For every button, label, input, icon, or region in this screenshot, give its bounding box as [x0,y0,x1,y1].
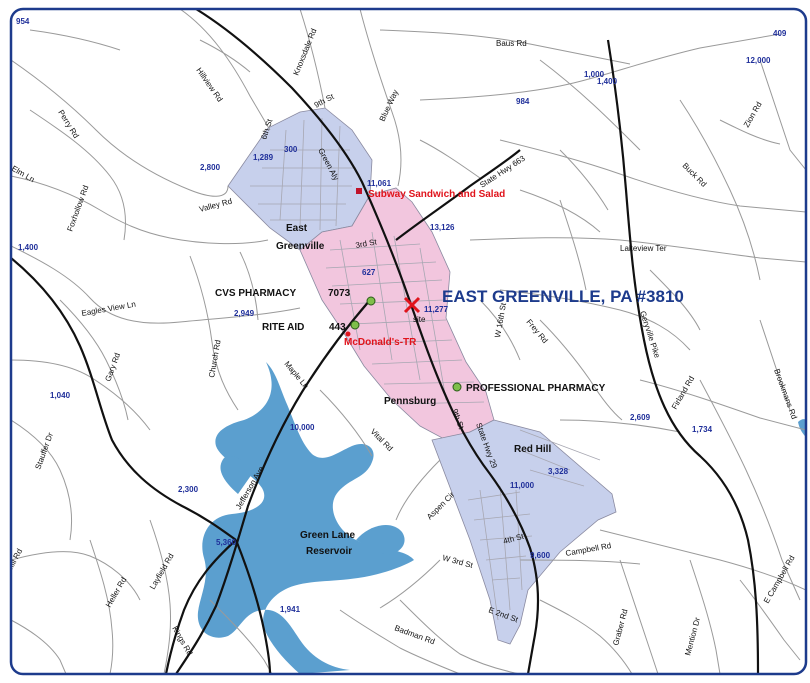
traffic-count: 1,040 [50,391,71,400]
traffic-count: 3,328 [548,467,569,476]
primary-trade-area [299,187,495,441]
place-label-reservoir-1: Green Lane [300,530,355,541]
riteaid-store-number: 443 [329,322,346,333]
place-label-greenville: Greenville [276,241,325,252]
professional-pharmacy-label: PROFESSIONAL PHARMACY [466,383,606,394]
traffic-count: 1,289 [253,153,274,162]
traffic-count: 2,800 [200,163,221,172]
green-lane-reservoir [197,362,414,674]
traffic-count: 1,000 [584,70,605,79]
subway-label: Subway Sandwich and Salad [368,189,505,200]
traffic-count: 1,734 [692,425,713,434]
traffic-count: 2,300 [178,485,199,494]
road-label-3rd-st: 3rd St [355,237,378,250]
place-label-red-hill: Red Hill [514,444,551,455]
map-border [9,7,808,676]
traffic-count: 2,949 [234,309,255,318]
traffic-count: 1,400 [18,243,39,252]
reservoir-arm-east [356,525,405,555]
mcdonalds-label: McDonald's-TR [344,337,417,348]
traffic-count: 11,000 [510,481,535,490]
site-label: site [413,315,426,324]
traffic-count: 1,941 [280,605,301,614]
place-label-reservoir-2: Reservoir [306,546,352,557]
traffic-count: 954 [16,17,30,26]
traffic-counts: 954 409 12,000 1,000 1,400 984 1,289 300… [16,17,787,614]
subway-marker [356,188,362,194]
professional-marker [452,382,462,392]
traffic-count: 13,126 [430,223,455,232]
road-label-lakeview: Lakeview Ter [620,244,667,253]
place-label-east: East [286,223,308,234]
traffic-count: 11,277 [424,305,449,314]
riteaid-marker [350,320,360,330]
traffic-count: 9,600 [530,551,551,560]
road-label-baus: Baus Rd [496,39,527,48]
competitor-markers [345,188,462,392]
place-label-pennsburg: Pennsburg [384,396,436,407]
reservoir-arm-west [220,455,252,494]
traffic-count: 5,360 [216,538,237,547]
local-roads [11,9,806,674]
place-labels: East Greenville Pennsburg Red Hill Green… [276,223,551,557]
site-marker[interactable] [403,296,421,314]
traffic-count: 11,061 [367,179,392,188]
map-title: EAST GREENVILLE, PA #3810 [442,287,684,306]
traffic-count: 1,400 [597,77,618,86]
cvs-store-number: 7073 [328,288,351,299]
traffic-count: 627 [362,268,376,277]
traffic-count: 10,000 [290,423,315,432]
traffic-count: 2,609 [630,413,651,422]
traffic-count: 12,000 [746,56,771,65]
cvs-marker [366,296,376,306]
highways [11,9,760,674]
traffic-count: 409 [773,29,787,38]
traffic-count: 300 [284,145,298,154]
riteaid-label: RITE AID [262,322,304,333]
mcdonalds-marker [345,331,351,337]
town-street-grid [250,117,601,621]
site-x-icon [403,296,421,314]
traffic-count: 984 [516,97,530,106]
business-labels: Subway Sandwich and Salad CVS PHARMACY 7… [215,189,606,394]
secondary-trade-area-north [227,107,373,251]
cvs-label: CVS PHARMACY [215,288,296,299]
